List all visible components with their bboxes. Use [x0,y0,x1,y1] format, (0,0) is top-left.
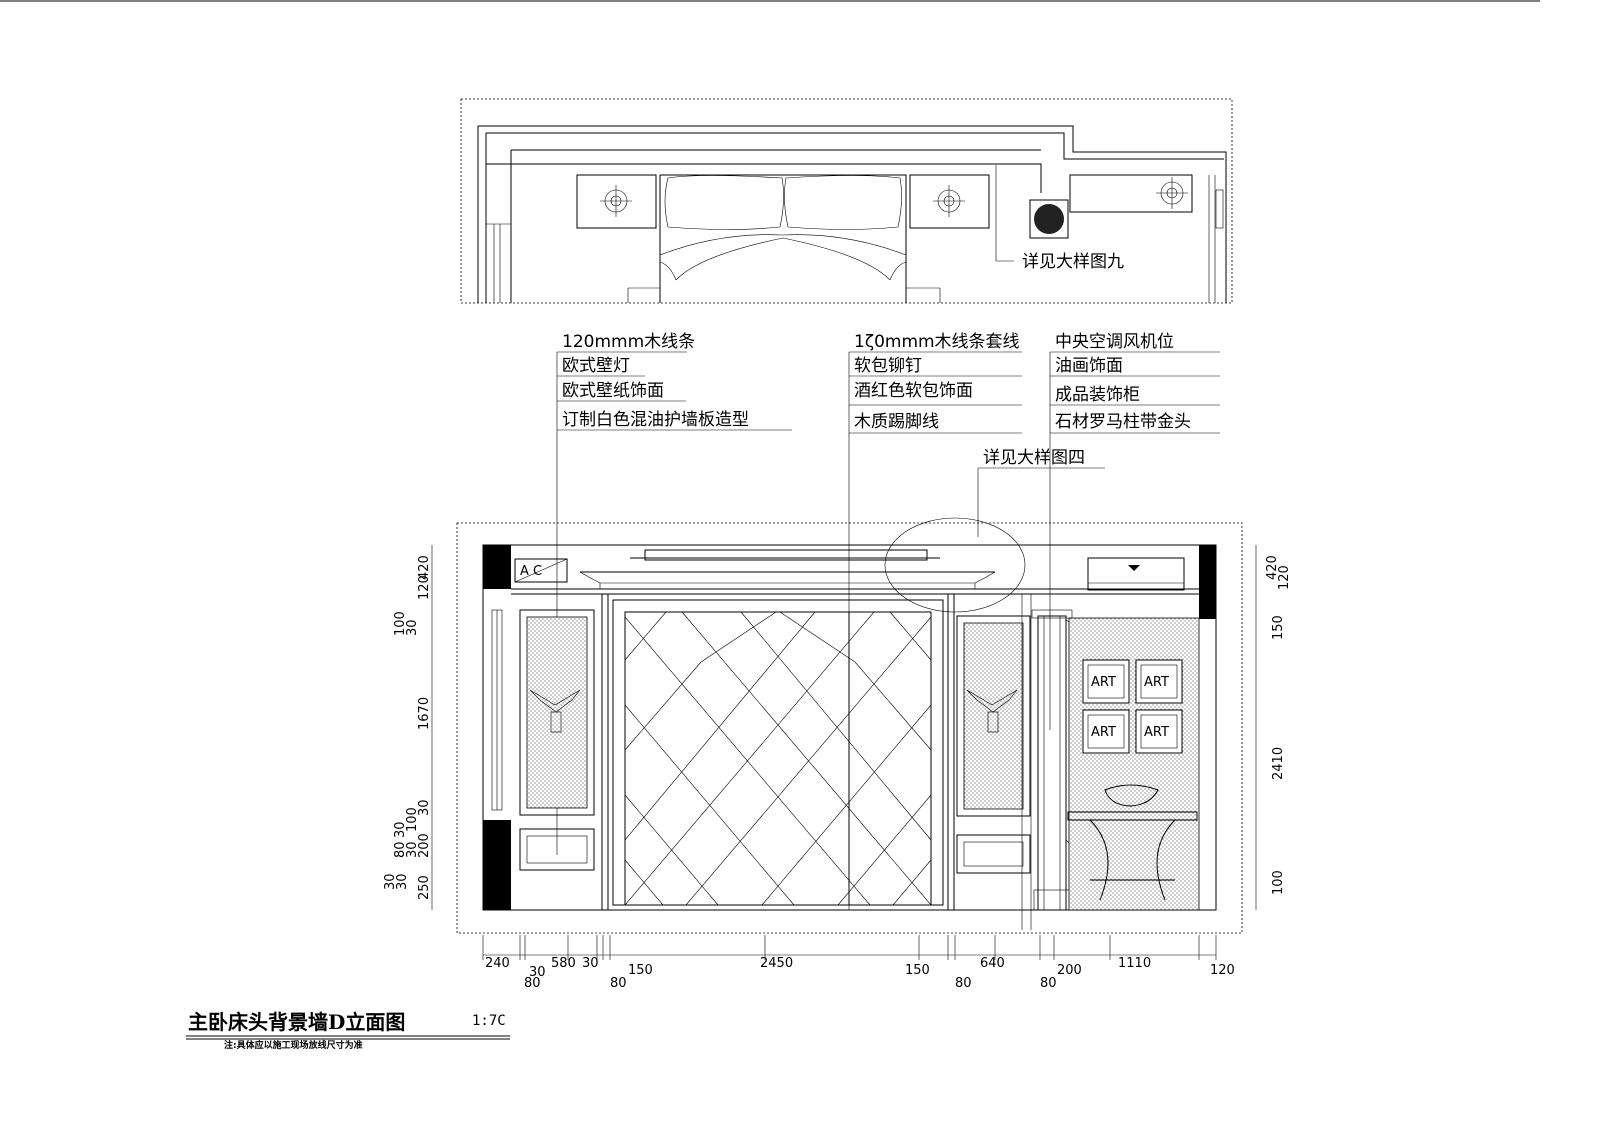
label-cabinet: 成品装饰柜 [1055,385,1140,405]
detail-ellipse [884,517,1026,613]
console-top [1067,811,1198,821]
label-wallpaper: 欧式壁纸饰面 [562,381,664,401]
label-ac-position: 中央空调风机位 [1055,332,1174,352]
dim-bottom-label: 640 [980,956,1005,971]
dim-left-label: 30 [405,841,420,858]
plan-outline [460,98,1233,304]
label-skirting: 木质踢脚线 [854,412,939,432]
dim-left-label: 30 [395,873,410,890]
dim-bottom-label: 240 [485,956,510,971]
soft-pack-diamonds [624,611,932,906]
dim-bottom-label: 80 [610,976,627,991]
dim-bottom-label: 80 [1040,976,1057,991]
art-label-1: ART [1091,675,1116,690]
drawing-title: 主卧床头背景墙D立面图 [188,1010,405,1034]
dim-bottom-label: 1110 [1118,956,1151,971]
left-panel [519,609,595,816]
label-frame-strip: 1ζ0mmm木线条套线 [854,332,1020,352]
plan-callout-label: 详见大样图九 [1022,252,1124,272]
soft-pack [624,611,932,906]
left-lower-panel [519,828,595,871]
title-block: 主卧床头背景墙D立面图 1:7С 注:具体应以施工现场放线尺寸为准 [186,1010,510,1051]
dim-left-label: 100 [393,611,408,636]
label-rivets: 软包铆钉 [854,356,922,376]
dim-bottom-label: 120 [1210,963,1235,978]
ac-box-text: A C [520,564,542,579]
pillow-left [664,175,784,230]
dim-bottom-label: 80 [955,976,972,991]
label-soft-pack: 酒红色软包饰面 [854,381,973,401]
dim-right-label: 120 [1277,565,1292,590]
dim-left-label: 80 [393,841,408,858]
dim-right-label: 100 [1271,870,1286,895]
pillow-right [784,175,902,230]
dim-left-label: 250 [417,875,432,900]
plan-wall-outer [478,125,1227,303]
elevation-view: A C [456,517,1243,934]
bed-frame [659,174,907,303]
right-panel [956,615,1031,817]
dim-bottom-label: 2450 [760,956,793,971]
dim-left-label: 420 [417,555,432,580]
art-label-2: ART [1144,675,1169,690]
label-wall-lamp: 欧式壁灯 [562,356,630,376]
dim-right-label: 420 [1265,555,1280,580]
dim-left-label: 1670 [417,697,432,730]
dim-left-label: 30 [417,799,432,816]
dim-left-label: 200 [417,833,432,858]
ac-grille [1087,557,1185,591]
nightstand-left [576,174,657,229]
right-lower-panel [956,834,1031,874]
dim-left-label: 100 [405,807,420,832]
dim-bottom-label: 30 [529,965,546,980]
dim-left-label: 30 [383,873,398,890]
ac-plan-box [1029,199,1069,239]
label-roman-column: 石材罗马柱带金头 [1055,412,1191,432]
dim-right-label: 150 [1271,615,1286,640]
dim-right-label: 2410 [1271,747,1286,780]
plan-view: 详见大样图九 [460,98,1233,304]
label-oil-painting: 油画饰面 [1055,356,1123,376]
ac-plan-circle [1034,204,1064,234]
dim-bottom-label: 30 [582,956,599,971]
dim-bottom-label: 150 [905,963,930,978]
right-wall-lamp [966,689,1018,713]
art-label-3: ART [1091,725,1116,740]
elevation-outline [456,522,1243,934]
dim-left-label: 30 [405,619,420,636]
art-frames: ART ART ART ART [1082,659,1183,754]
dim-left-label: 120 [417,575,432,600]
dim-left-label: 30 [393,821,408,838]
nightstand-right [909,174,990,229]
dim-bottom-label: 80 [524,976,541,991]
soft-pack-frame [612,599,944,906]
decor-bowl [1104,784,1159,807]
roman-column [1037,615,1067,911]
cabinet-plan [1069,174,1193,213]
label-wainscot: 订制白色混油护墙板造型 [562,410,749,430]
dim-bottom-label: 200 [1057,963,1082,978]
dim-bottom-label: 580 [551,956,576,971]
drawing-note: 注:具体应以施工现场放线尺寸为准 [224,1039,363,1051]
label-detail-four: 详见大样图四 [983,448,1085,468]
left-wall-lamp [529,689,581,713]
elevation-frame [482,544,1217,911]
drawing-scale: 1:7С [472,1013,506,1029]
console-legs [1089,819,1176,901]
dim-bottom-label: 150 [628,963,653,978]
label-wood-strip: 120mmm木线条 [562,332,695,352]
art-label-4: ART [1144,725,1169,740]
ac-box [514,558,568,583]
